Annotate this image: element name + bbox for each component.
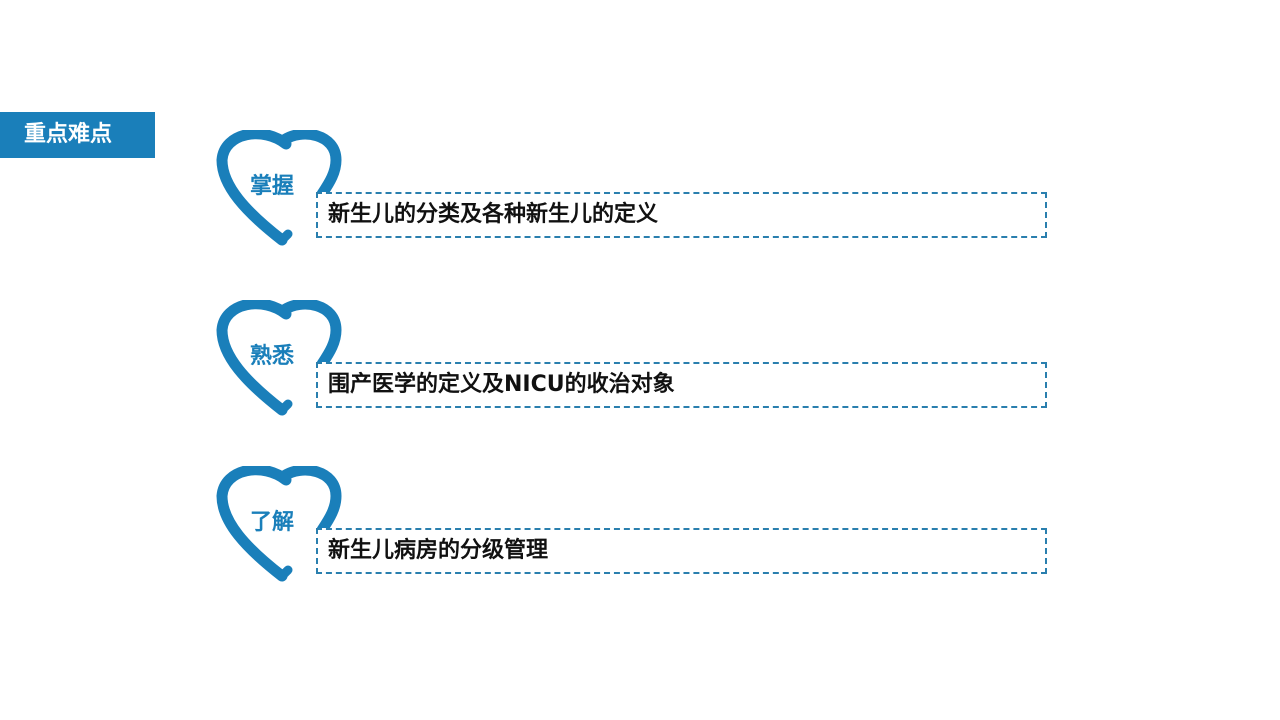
objective-item-understand: 了解 新生儿病房的分级管理 <box>212 466 1052 586</box>
objective-item-master: 掌握 新生儿的分类及各种新生儿的定义 <box>212 130 1052 250</box>
objective-box: 围产医学的定义及NICU的收治对象 <box>316 362 1047 408</box>
heart-outline-icon <box>216 466 342 582</box>
objective-box: 新生儿的分类及各种新生儿的定义 <box>316 192 1047 238</box>
objective-text: 新生儿的分类及各种新生儿的定义 <box>328 202 659 227</box>
objective-text: 围产医学的定义及NICU的收治对象 <box>328 372 675 397</box>
level-label: 熟悉 <box>250 344 295 369</box>
objective-text: 新生儿病房的分级管理 <box>328 538 549 563</box>
level-label: 了解 <box>250 510 295 535</box>
section-title-tag: 重点难点 <box>0 112 155 158</box>
objective-box: 新生儿病房的分级管理 <box>316 528 1047 574</box>
section-title: 重点难点 <box>24 122 113 147</box>
level-label: 掌握 <box>250 174 295 199</box>
objective-item-familiar: 熟悉 围产医学的定义及NICU的收治对象 <box>212 300 1052 420</box>
heart-outline-icon <box>216 130 342 246</box>
heart-outline-icon <box>216 300 342 416</box>
